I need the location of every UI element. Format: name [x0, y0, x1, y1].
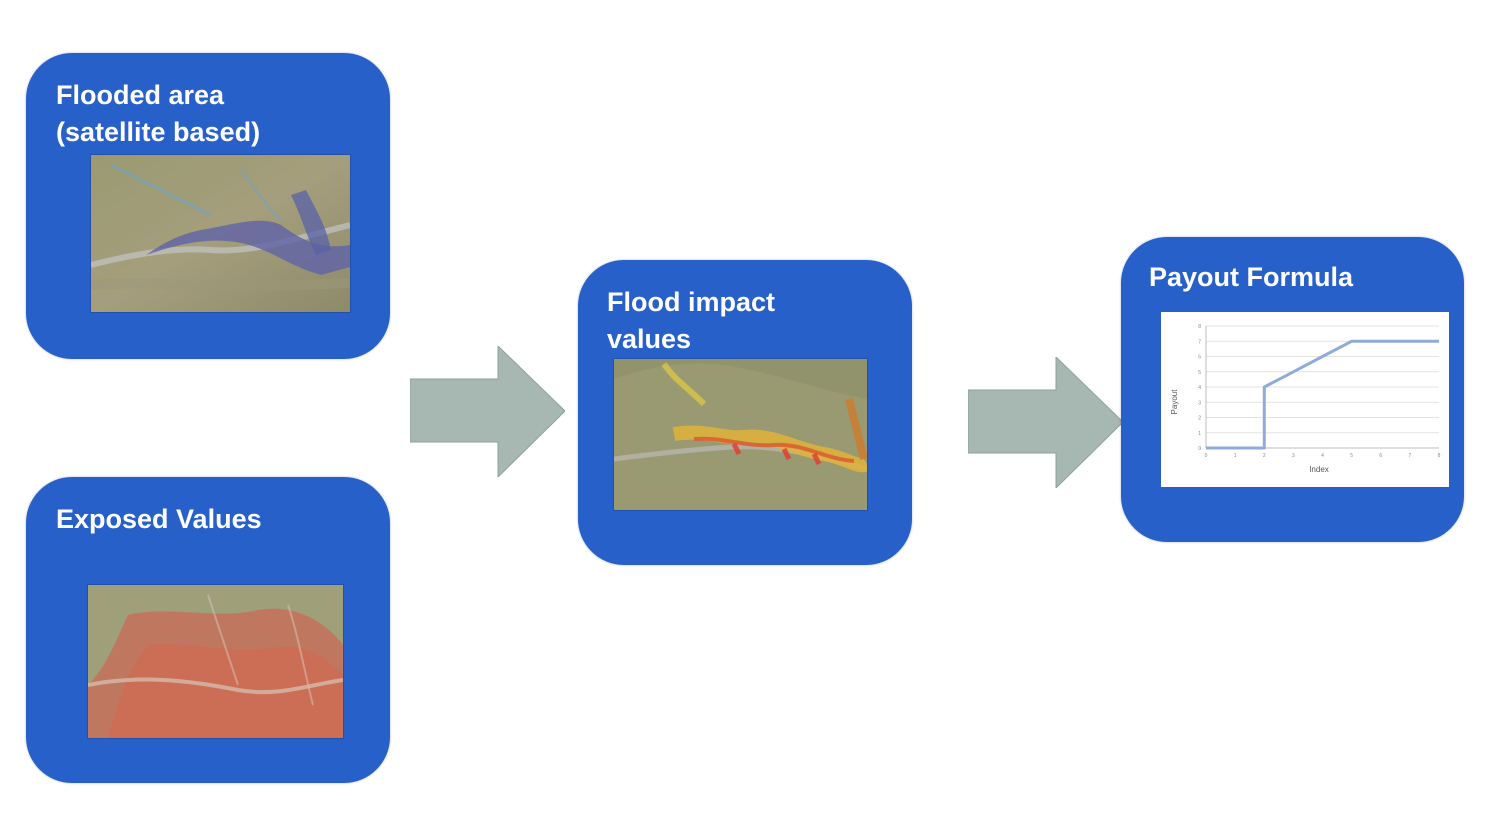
flood-impact-title: Flood impact values — [607, 287, 775, 354]
flood-impact-map — [613, 358, 868, 511]
flow-arrow-1 — [409, 344, 566, 479]
flooded-area-title: Flooded area (satellite based) — [56, 80, 261, 147]
chart-y-tick-label: 5 — [1198, 370, 1201, 376]
chart-y-tick-label: 3 — [1198, 400, 1201, 406]
chart-x-tick-label: 8 — [1438, 453, 1441, 459]
chart-y-tick-label: 4 — [1198, 385, 1201, 391]
payout-chart: 0 1 2 3 4 5 6 7 8 0 1 2 3 4 5 6 7 8 Index Payout — [1161, 312, 1449, 487]
chart-y-tick-label: 6 — [1198, 355, 1201, 361]
payout-formula-title: Payout Formula — [1149, 262, 1354, 292]
payout-formula-box: Payout Formula 0 1 2 3 4 5 6 7 8 0 1 2 3 4 5 6 7 8 Index … — [1121, 237, 1464, 542]
chart-x-tick-label: 2 — [1263, 453, 1266, 459]
chart-x-tick-label: 5 — [1350, 453, 1353, 459]
flooded-area-map — [90, 154, 351, 313]
chart-x-tick-label: 1 — [1234, 453, 1237, 459]
chart-x-tick-label: 6 — [1379, 453, 1382, 459]
chart-grid — [1206, 325, 1439, 449]
exposed-values-box: Exposed Values — [26, 477, 390, 783]
chart-series — [1206, 339, 1439, 450]
chart-x-tick-label: 7 — [1408, 453, 1411, 459]
flooded-area-box: Flooded area (satellite based) — [26, 53, 390, 359]
chart-y-tick-label: 8 — [1198, 324, 1201, 330]
exposed-values-title: Exposed Values — [56, 504, 262, 534]
flood-impact-box: Flood impact values — [578, 260, 912, 565]
payout-series-line — [1206, 339, 1439, 450]
chart-y-tick-label: 2 — [1198, 416, 1201, 422]
chart-y-label: Payout — [1170, 389, 1179, 415]
chart-x-tick-label: 4 — [1321, 453, 1324, 459]
chart-y-tick-label: 7 — [1198, 339, 1201, 345]
flow-arrow-2 — [967, 355, 1124, 490]
chart-y-tick-label: 0 — [1198, 446, 1201, 452]
chart-x-tick-label: 3 — [1292, 453, 1295, 459]
chart-ticks: 0 1 2 3 4 5 6 7 8 0 1 2 3 4 5 6 7 8 — [1198, 324, 1440, 459]
chart-x-tick-label: 0 — [1205, 453, 1208, 459]
chart-x-label: Index — [1309, 465, 1329, 474]
exposed-values-map — [87, 584, 344, 739]
chart-y-tick-label: 1 — [1198, 431, 1201, 437]
